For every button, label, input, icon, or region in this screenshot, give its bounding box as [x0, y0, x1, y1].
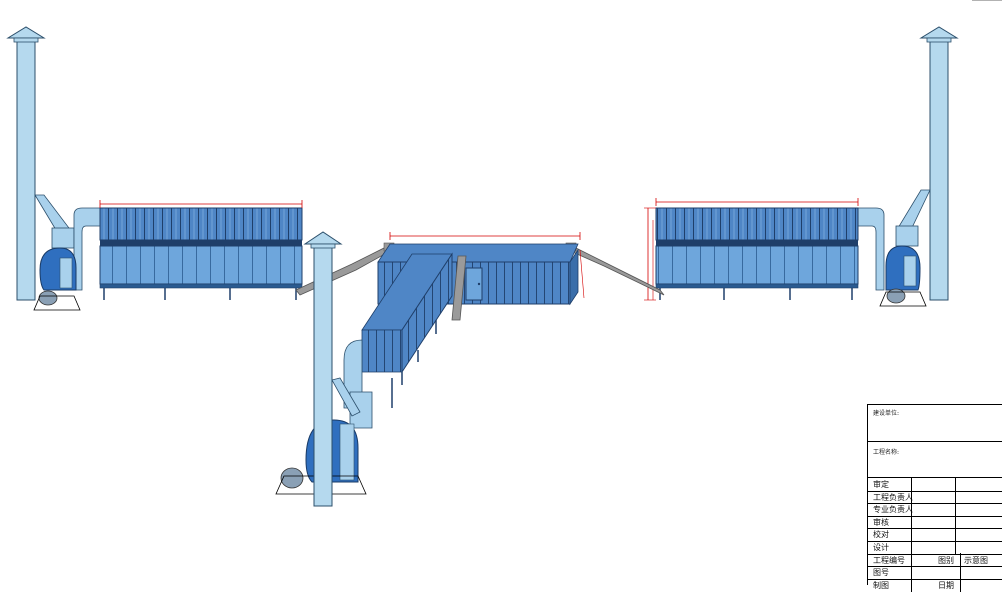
- title-block-row: 校对: [868, 527, 1002, 542]
- row-col3: 示意图: [964, 555, 988, 565]
- left-exhaust-stack: [6, 26, 46, 301]
- title-block-row: 工程编号 图别 示意图: [868, 552, 1002, 568]
- project-name-cell: 工程名称:: [868, 441, 1002, 478]
- center-exhaust-stack: [303, 231, 343, 507]
- center-inlet-pipe: [451, 255, 467, 321]
- left-fan: [33, 247, 81, 311]
- row-col2: 日期: [938, 580, 954, 590]
- title-block-row: 设计: [868, 540, 1002, 555]
- title-block-row: 制图 日期: [868, 577, 1002, 592]
- row-label: 校对: [873, 530, 889, 540]
- title-block-row: 审核: [868, 514, 1002, 530]
- row-label: 设计: [873, 543, 889, 552]
- left-dimension-line: [99, 200, 303, 208]
- row-label: 工程负责人: [873, 492, 913, 502]
- row-label: 制图: [873, 580, 889, 590]
- row-label: 审核: [873, 517, 889, 527]
- left-filter-box: [99, 207, 303, 300]
- title-block-row: 审定: [868, 477, 1002, 492]
- row-col2: 图别: [938, 555, 954, 565]
- title-block-row: 图号: [868, 565, 1002, 580]
- title-block-row: 工程负责人: [868, 489, 1002, 505]
- left-stack-duct: [34, 194, 101, 291]
- row-label: 审定: [873, 480, 889, 489]
- row-label: 工程编号: [873, 555, 905, 565]
- center-dimension-line: [389, 232, 585, 299]
- project-name-label: 工程名称:: [873, 449, 900, 456]
- construction-unit-cell: 建设单位:: [868, 405, 1002, 442]
- right-transfer-pipe: [565, 242, 665, 296]
- center-front-filter-box: [361, 252, 453, 408]
- center-stack-duct: [331, 339, 373, 429]
- right-stack-duct: [857, 189, 931, 291]
- construction-unit-label: 建设单位:: [873, 410, 900, 417]
- right-exhaust-stack: [919, 26, 959, 301]
- row-label: 图号: [873, 568, 889, 578]
- right-filter-box: [655, 207, 859, 300]
- title-block: 建设单位: 工程名称: 审定 工程负责人 专业负责人 审核 校对 设计 工程编号…: [867, 404, 1002, 592]
- row-label: 专业负责人: [873, 505, 913, 515]
- right-fan: [879, 245, 927, 307]
- title-block-row: 专业负责人: [868, 502, 1002, 517]
